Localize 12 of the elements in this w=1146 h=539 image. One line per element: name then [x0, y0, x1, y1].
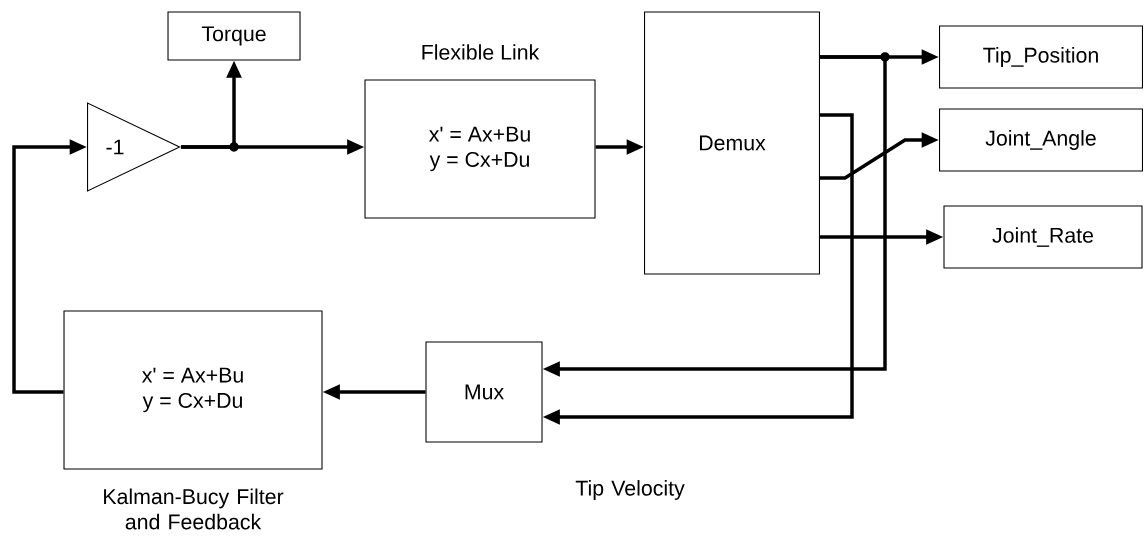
gain-triangle: -1 [87, 102, 181, 192]
demux-box: Demux [644, 11, 820, 275]
state-space-box: x' = Ax+Bu y = Cx+Du [364, 79, 596, 219]
output-box: Joint_Angle [939, 108, 1143, 172]
output-box: Torque [167, 11, 301, 61]
block-caption: Kalman-Bucy Filter and Feedback [104, 488, 284, 530]
block-caption: Tip Velocity [575, 480, 685, 500]
output-box: Tip_Position [939, 25, 1143, 89]
output-box: Joint_Rate [943, 205, 1143, 269]
block-title: Flexible Link [422, 44, 540, 60]
mux-box: Mux [425, 341, 543, 443]
state-space-box: x' = Ax+Bu y = Cx+Du [63, 310, 323, 470]
